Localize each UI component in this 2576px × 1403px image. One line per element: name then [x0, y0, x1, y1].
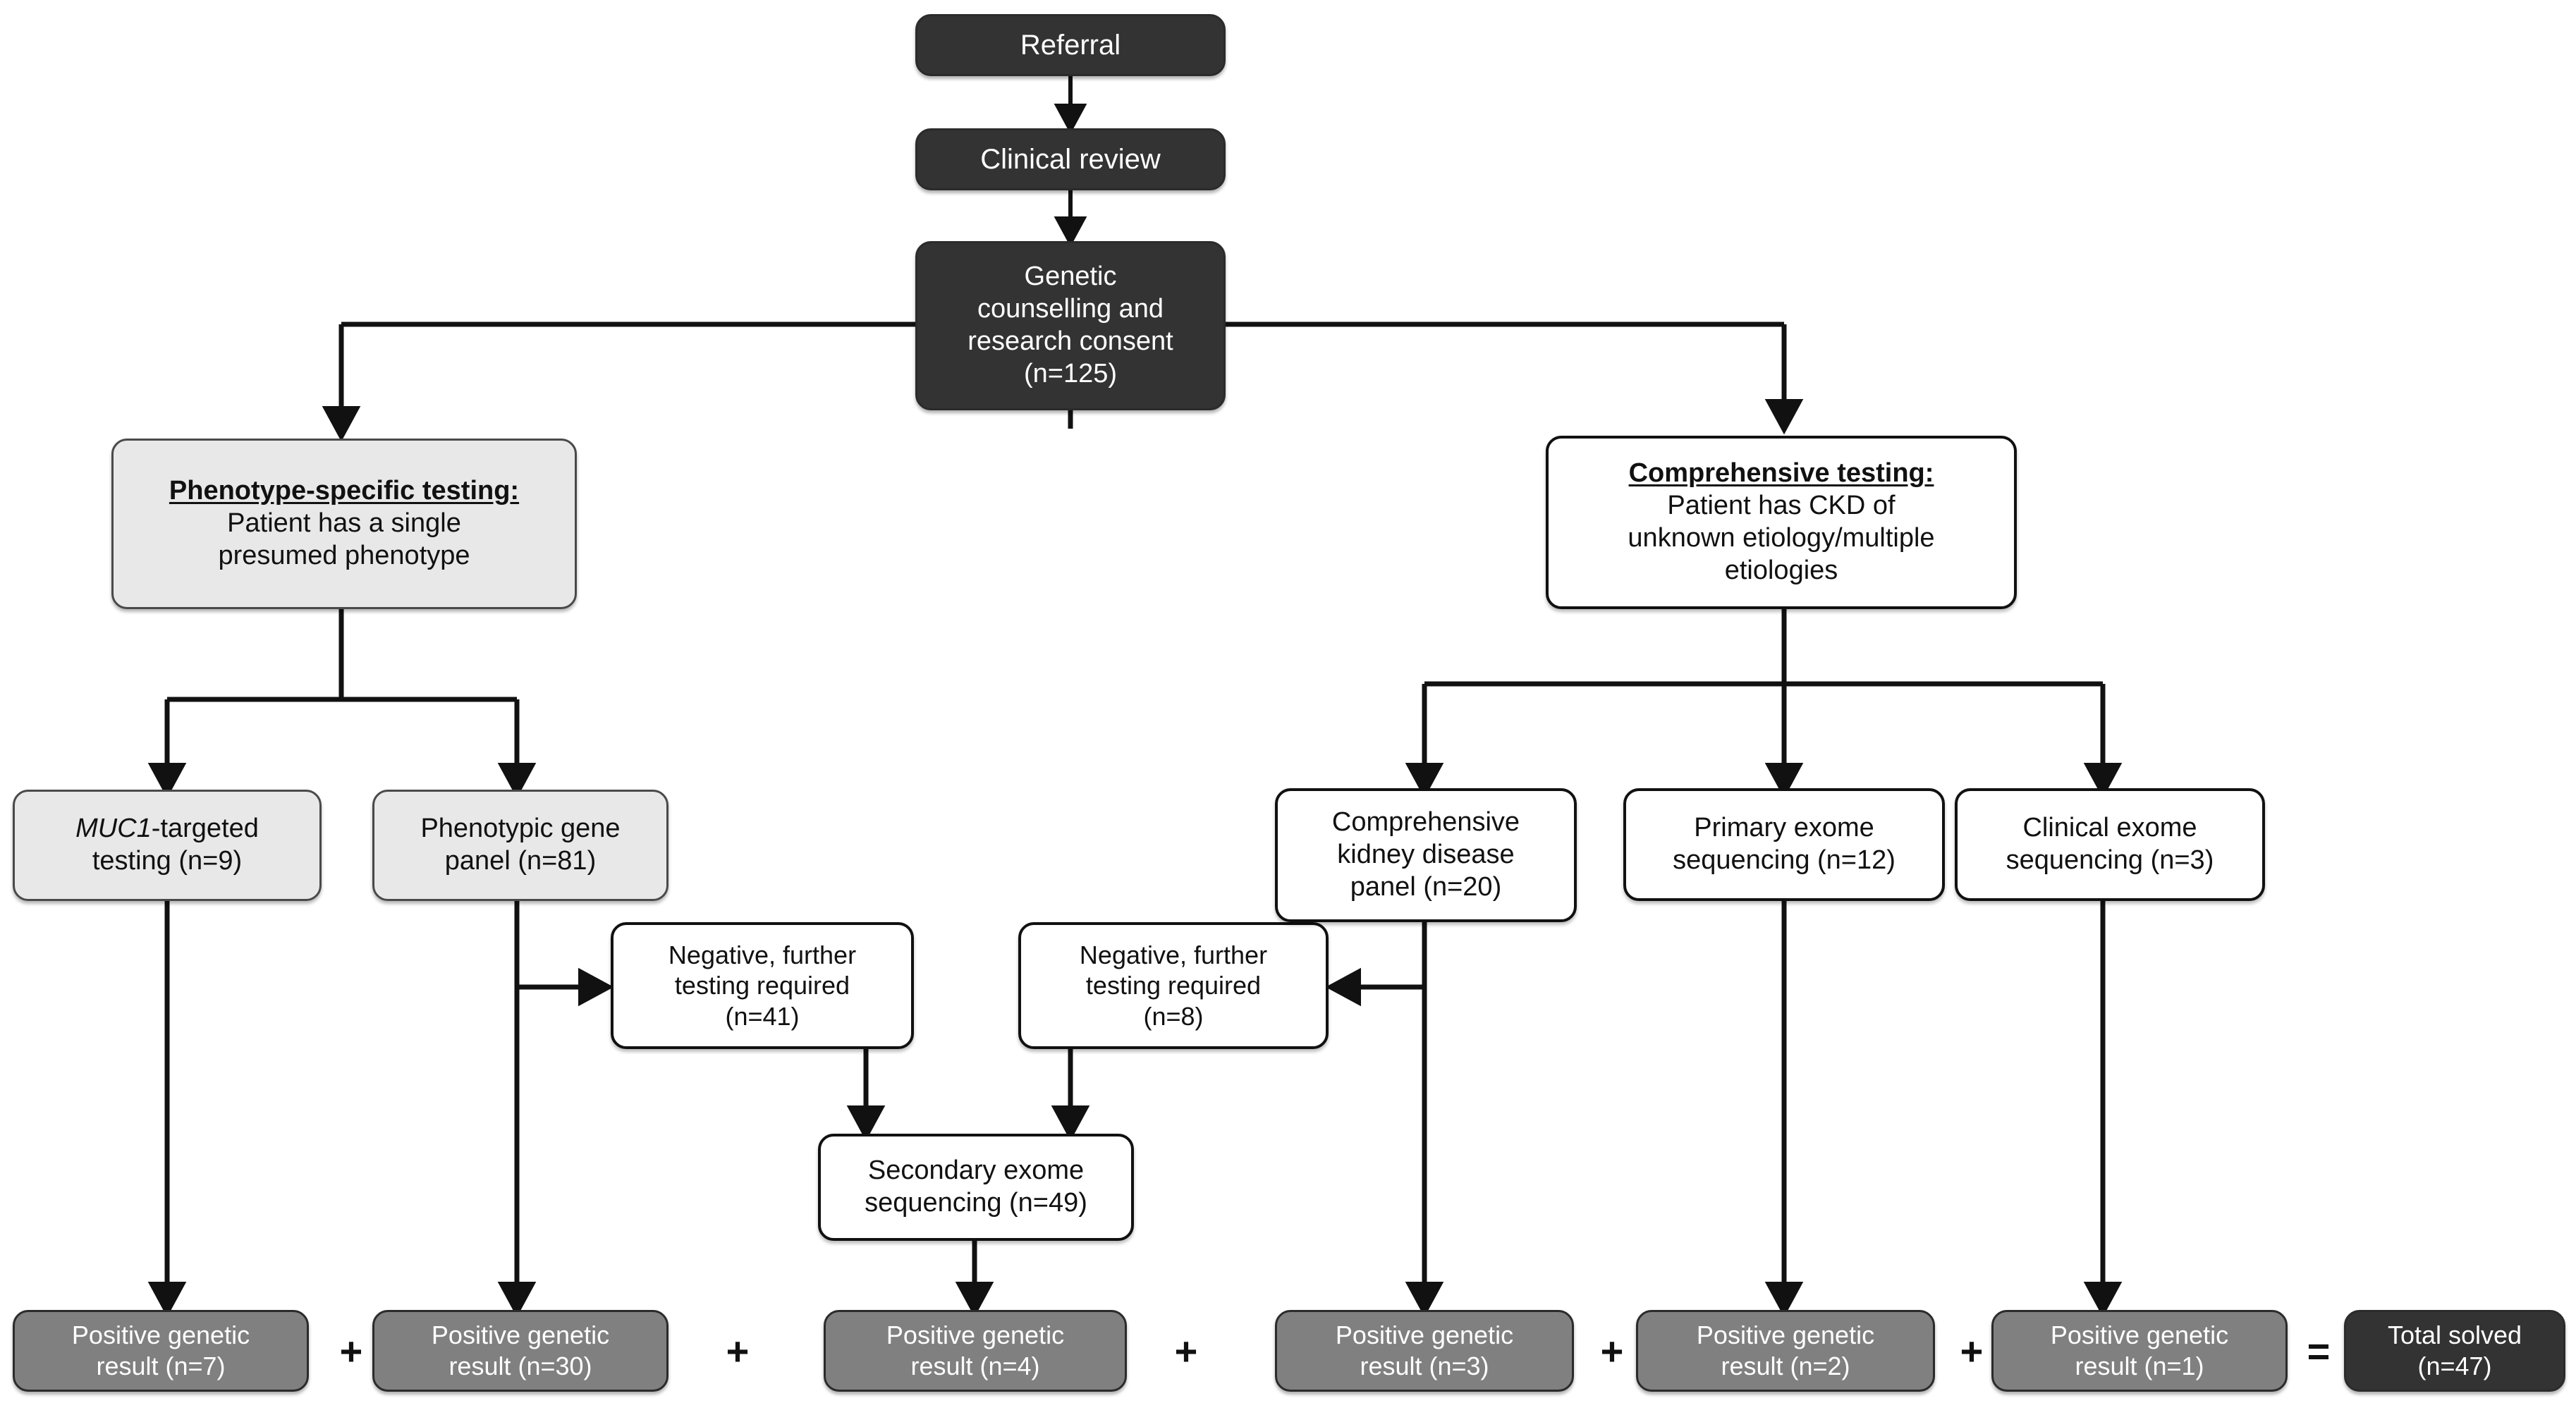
ckd-panel-line-3: panel (n=20)	[1350, 871, 1502, 902]
node-phenotypic-gene-panel[interactable]: Phenotypic gene panel (n=81)	[372, 790, 669, 901]
node-referral[interactable]: Referral	[915, 14, 1226, 76]
negative-right-line-2: testing required	[1085, 971, 1262, 1000]
negative-left-count: (n=41)	[725, 1001, 800, 1031]
operator-equals: =	[2307, 1328, 2331, 1373]
consent-line-2: counselling and	[977, 294, 1164, 324]
node-negative-further-testing-right[interactable]: Negative, further testing required (n=8)	[1018, 922, 1329, 1049]
node-comprehensive-testing[interactable]: Comprehensive testing: Patient has CKD o…	[1546, 436, 2017, 609]
comprehensive-line-3: etiologies	[1724, 555, 1838, 585]
operator-plus-2: +	[726, 1328, 750, 1373]
clinical-exome-line-1: Clinical exome	[2022, 813, 2197, 843]
consent-count: (n=125)	[1023, 358, 1118, 388]
negative-left-line-2: testing required	[674, 971, 850, 1000]
negative-left-line-1: Negative, further	[668, 940, 857, 969]
node-total-solved[interactable]: Total solved (n=47)	[2344, 1310, 2565, 1392]
phenotype-specific-header: Phenotype-specific testing:	[169, 476, 520, 506]
node-clinical-exome-sequencing[interactable]: Clinical exome sequencing (n=3)	[1955, 788, 2265, 901]
node-positive-result-1[interactable]: Positive genetic result (n=7)	[13, 1310, 309, 1392]
node-positive-result-3[interactable]: Positive genetic result (n=4)	[824, 1310, 1127, 1392]
primary-exome-line-2: sequencing (n=12)	[1673, 845, 1896, 875]
comprehensive-line-1: Patient has CKD of	[1667, 491, 1896, 521]
phenotypic-panel-line-2: panel (n=81)	[444, 846, 597, 876]
node-muc1-targeted-testing[interactable]: MUC1-targeted testing (n=9)	[13, 790, 322, 901]
negative-right-line-1: Negative, further	[1079, 940, 1268, 969]
total-solved-line-1: Total solved	[2387, 1321, 2522, 1350]
positive-4-line-1: Positive genetic	[1335, 1321, 1514, 1350]
positive-6-line-1: Positive genetic	[2050, 1321, 2229, 1350]
operator-plus-4: +	[1600, 1328, 1624, 1373]
operator-plus-1: +	[339, 1328, 363, 1373]
node-genetic-counselling-consent[interactable]: Genetic counselling and research consent…	[915, 241, 1226, 410]
phenotypic-panel-line-1: Phenotypic gene	[420, 814, 621, 844]
comprehensive-header: Comprehensive testing:	[1628, 458, 1934, 489]
total-solved-count: (n=47)	[2417, 1352, 2492, 1380]
primary-exome-line-1: Primary exome	[1694, 813, 1874, 843]
operator-plus-5: +	[1960, 1328, 1984, 1373]
muc1-line-1: -targeted	[151, 814, 259, 844]
comprehensive-line-2: unknown etiology/multiple	[1628, 523, 1935, 553]
positive-1-line-1: Positive genetic	[71, 1321, 250, 1350]
ckd-panel-line-2: kidney disease	[1337, 840, 1515, 870]
secondary-exome-line-2: sequencing (n=49)	[865, 1188, 1087, 1218]
operator-plus-3: +	[1174, 1328, 1198, 1373]
node-referral-label: Referral	[1020, 29, 1121, 61]
positive-1-line-2: result (n=7)	[96, 1352, 226, 1380]
secondary-exome-line-1: Secondary exome	[867, 1156, 1085, 1186]
positive-3-line-2: result (n=4)	[910, 1352, 1040, 1380]
node-phenotype-specific-testing[interactable]: Phenotype-specific testing: Patient has …	[111, 439, 577, 609]
muc1-gene-name: MUC1	[75, 814, 152, 844]
positive-2-line-1: Positive genetic	[431, 1321, 610, 1350]
node-secondary-exome-sequencing[interactable]: Secondary exome sequencing (n=49)	[818, 1134, 1134, 1241]
node-positive-result-2[interactable]: Positive genetic result (n=30)	[372, 1310, 669, 1392]
positive-6-line-2: result (n=1)	[2075, 1352, 2204, 1380]
node-negative-further-testing-left[interactable]: Negative, further testing required (n=41…	[611, 922, 914, 1049]
node-positive-result-4[interactable]: Positive genetic result (n=3)	[1275, 1310, 1574, 1392]
positive-2-line-2: result (n=30)	[448, 1352, 592, 1380]
node-clinical-review[interactable]: Clinical review	[915, 128, 1226, 190]
phenotype-specific-line-1: Patient has a single	[227, 508, 461, 539]
ckd-panel-line-1: Comprehensive	[1331, 807, 1520, 838]
clinical-exome-line-2: sequencing (n=3)	[2006, 845, 2214, 875]
node-clinical-review-label: Clinical review	[980, 143, 1161, 175]
node-comprehensive-kidney-disease-panel[interactable]: Comprehensive kidney disease panel (n=20…	[1275, 788, 1577, 922]
positive-3-line-1: Positive genetic	[886, 1321, 1065, 1350]
phenotype-specific-line-2: presumed phenotype	[218, 540, 470, 570]
muc1-line-2: testing (n=9)	[92, 846, 243, 876]
positive-5-line-1: Positive genetic	[1696, 1321, 1875, 1350]
negative-right-count: (n=8)	[1143, 1001, 1204, 1031]
node-positive-result-5[interactable]: Positive genetic result (n=2)	[1636, 1310, 1935, 1392]
node-positive-result-6[interactable]: Positive genetic result (n=1)	[1991, 1310, 2288, 1392]
positive-5-line-2: result (n=2)	[1721, 1352, 1850, 1380]
consent-line-3: research consent	[967, 326, 1173, 356]
node-primary-exome-sequencing[interactable]: Primary exome sequencing (n=12)	[1623, 788, 1945, 901]
consent-line-1: Genetic	[1024, 262, 1117, 292]
positive-4-line-2: result (n=3)	[1360, 1352, 1489, 1380]
